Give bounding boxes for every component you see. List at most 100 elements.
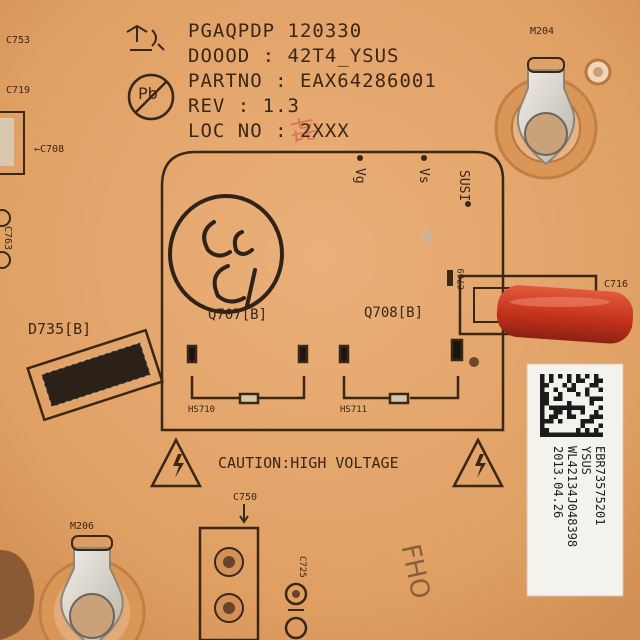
sticker-date: 2013.04.26 xyxy=(551,446,565,519)
board-code-line: PGAQPDP 120330 xyxy=(188,20,363,42)
qr-module xyxy=(567,410,572,415)
qr-module xyxy=(562,432,567,437)
recycle-mark-icon xyxy=(126,24,165,51)
qr-module xyxy=(585,392,590,397)
qr-module xyxy=(598,414,603,419)
qr-module xyxy=(589,432,594,437)
qr-module xyxy=(562,383,567,388)
qr-module xyxy=(544,396,549,401)
c763-pad xyxy=(0,209,11,227)
qr-module xyxy=(553,432,558,437)
qr-module xyxy=(540,374,545,379)
c725-component xyxy=(284,582,308,640)
qr-module xyxy=(544,383,549,388)
qr-module xyxy=(540,405,545,410)
qr-module xyxy=(540,414,545,419)
ref-c708: ←C708 xyxy=(34,144,65,155)
qr-module xyxy=(549,405,554,410)
qr-module xyxy=(598,423,603,428)
d735-label: D735[B] xyxy=(28,320,92,338)
q707-label: Q707[B] xyxy=(208,307,268,323)
high-voltage-warning-icon-2 xyxy=(451,437,505,488)
qr-module xyxy=(589,396,594,401)
qr-module xyxy=(558,419,563,424)
qr-module xyxy=(544,392,549,397)
model-line: DOOOD : 42T4_YSUS xyxy=(188,45,400,67)
qr-module xyxy=(544,419,549,424)
pb-free-text: Pb xyxy=(138,84,158,103)
qr-module xyxy=(567,374,572,379)
qr-module xyxy=(580,410,585,415)
qr-module xyxy=(540,419,545,424)
qr-module xyxy=(562,405,567,410)
qr-module xyxy=(594,410,599,415)
qr-module xyxy=(585,419,590,424)
qr-module xyxy=(544,432,549,437)
qr-code xyxy=(540,374,603,437)
via-small-2 xyxy=(421,230,433,242)
qr-module xyxy=(567,378,572,383)
partno-line: PARTNO : EAX64286001 xyxy=(188,70,437,92)
qr-module xyxy=(571,414,576,419)
qr-module xyxy=(576,428,581,433)
qr-module xyxy=(571,383,576,388)
qr-module xyxy=(540,432,545,437)
qr-module xyxy=(598,405,603,410)
susi-label: SUSI xyxy=(456,170,471,202)
qr-module xyxy=(598,396,603,401)
q708-label: Q708[B] xyxy=(364,305,424,321)
qr-module xyxy=(585,428,590,433)
qr-module xyxy=(544,428,549,433)
qr-module xyxy=(576,374,581,379)
qr-module xyxy=(558,405,563,410)
c719-body xyxy=(0,118,14,166)
qr-module xyxy=(576,392,581,397)
qr-module xyxy=(589,383,594,388)
qr-module xyxy=(567,405,572,410)
loc-line: LOC NO : 2XXX xyxy=(188,120,350,142)
ref-m206: M206 xyxy=(70,521,95,532)
qr-module xyxy=(553,405,558,410)
hs710-label: HS710 xyxy=(188,405,216,415)
qr-module xyxy=(540,401,545,406)
q708-footprint xyxy=(338,338,464,405)
qr-module xyxy=(571,387,576,392)
qr-module xyxy=(598,378,603,383)
qr-module xyxy=(571,432,576,437)
qr-module xyxy=(544,401,549,406)
sticker-model: YSUS xyxy=(579,446,593,475)
qr-module xyxy=(594,428,599,433)
qr-module xyxy=(540,378,545,383)
qr-module xyxy=(594,374,599,379)
qr-module xyxy=(567,401,572,406)
ref-c750: C750 xyxy=(233,492,258,503)
ref-c769: C769 xyxy=(457,268,467,290)
ref-c753: C753 xyxy=(6,35,31,46)
qr-module xyxy=(594,396,599,401)
qr-module xyxy=(580,419,585,424)
vg-dot xyxy=(357,155,363,161)
qr-module xyxy=(553,410,558,415)
qr-module xyxy=(594,383,599,388)
qr-module xyxy=(553,387,558,392)
ref-m204: M204 xyxy=(530,26,555,37)
vs-label: Vs xyxy=(416,168,431,184)
qr-module xyxy=(585,387,590,392)
qr-module xyxy=(580,432,585,437)
qr-module xyxy=(553,396,558,401)
susi-dot xyxy=(465,201,471,207)
via-hole-inner xyxy=(593,67,603,77)
qr-module xyxy=(598,387,603,392)
qr-module xyxy=(549,414,554,419)
qr-module xyxy=(576,378,581,383)
qr-module xyxy=(549,378,554,383)
qr-module xyxy=(589,419,594,424)
qr-module xyxy=(571,405,576,410)
qr-module xyxy=(594,432,599,437)
red-stamp-mark: 㐂 xyxy=(288,115,318,148)
qr-module xyxy=(540,396,545,401)
qr-module xyxy=(567,414,572,419)
ref-c725: C725 xyxy=(297,556,307,578)
qr-module xyxy=(585,374,590,379)
